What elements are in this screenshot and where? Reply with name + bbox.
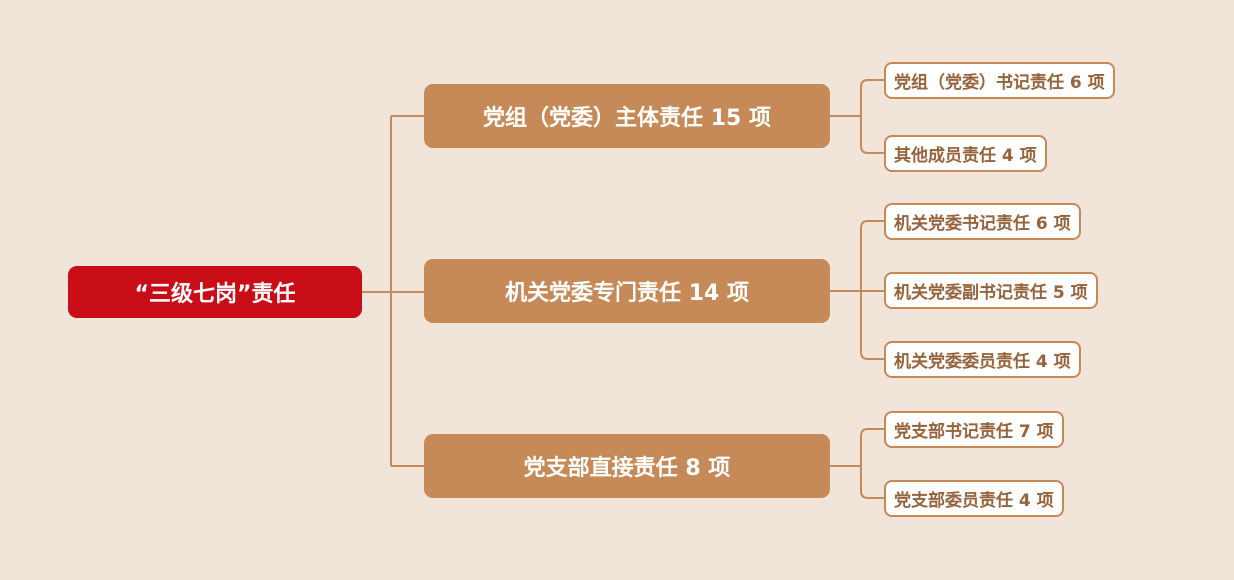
leaf-node: 机关党委委员责任 4 项 xyxy=(884,341,1081,378)
leaf-node: 机关党委书记责任 6 项 xyxy=(884,203,1081,240)
branch-node-organ-committee: 机关党委专门责任 14 项 xyxy=(424,259,830,323)
branch2-connector xyxy=(830,220,884,360)
leaf-node: 其他成员责任 4 项 xyxy=(884,135,1047,172)
branch-node-party-group: 党组（党委）主体责任 15 项 xyxy=(424,84,830,148)
leaf-node: 党支部委员责任 4 项 xyxy=(884,480,1064,517)
root-connector xyxy=(362,115,424,467)
root-node: “三级七岗”责任 xyxy=(68,266,362,318)
leaf-node: 党支部书记责任 7 项 xyxy=(884,411,1064,448)
branch-node-party-branch: 党支部直接责任 8 项 xyxy=(424,434,830,498)
leaf-node: 机关党委副书记责任 5 项 xyxy=(884,272,1098,309)
leaf-node: 党组（党委）书记责任 6 项 xyxy=(884,62,1115,99)
branch3-connector xyxy=(830,428,884,499)
branch1-connector xyxy=(830,79,884,154)
